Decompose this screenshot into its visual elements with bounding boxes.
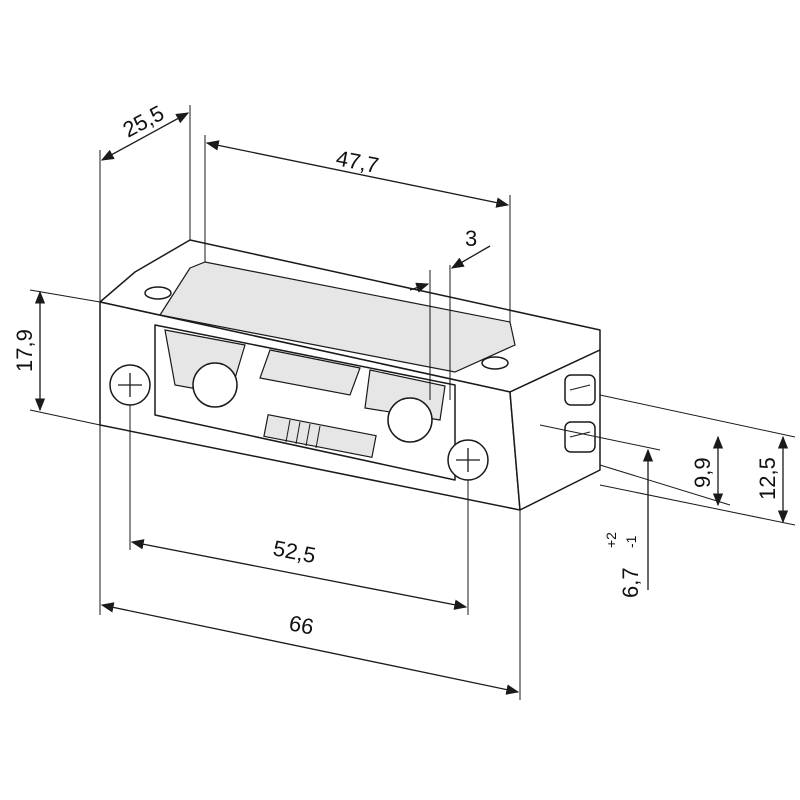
spring: [263, 414, 377, 458]
dim-depth: 25,5: [119, 100, 169, 142]
screw-right: [447, 439, 489, 481]
latch-middle: [259, 349, 361, 396]
dim-faceplate-length: 47,7: [334, 145, 381, 178]
top-screw-right: [481, 356, 509, 370]
terminal-screw-bottom: [564, 421, 596, 453]
roller-left: [192, 362, 238, 408]
extension-lines: [29, 105, 796, 700]
dim-height: 17,9: [12, 329, 37, 372]
terminal-screw-top: [564, 374, 596, 406]
top-screw-left: [144, 286, 172, 300]
roller-right: [387, 397, 433, 443]
dim-latch-offset: 3: [465, 226, 477, 251]
dim-total-length: 66: [287, 610, 316, 639]
dim-terminal-height-2: 12,5: [755, 457, 780, 500]
dim-screw-spacing: 52,5: [271, 535, 318, 568]
dim-latch-depth-tol-minus: -1: [623, 535, 639, 548]
dim-latch-depth-tol-plus: +2: [603, 532, 619, 548]
dim-terminal-height-1: 9,9: [690, 457, 715, 488]
dimension-lines: [34, 112, 789, 695]
screw-left: [109, 364, 151, 406]
strike-body: [99, 239, 601, 511]
dim-latch-depth: 6,7: [618, 567, 643, 598]
